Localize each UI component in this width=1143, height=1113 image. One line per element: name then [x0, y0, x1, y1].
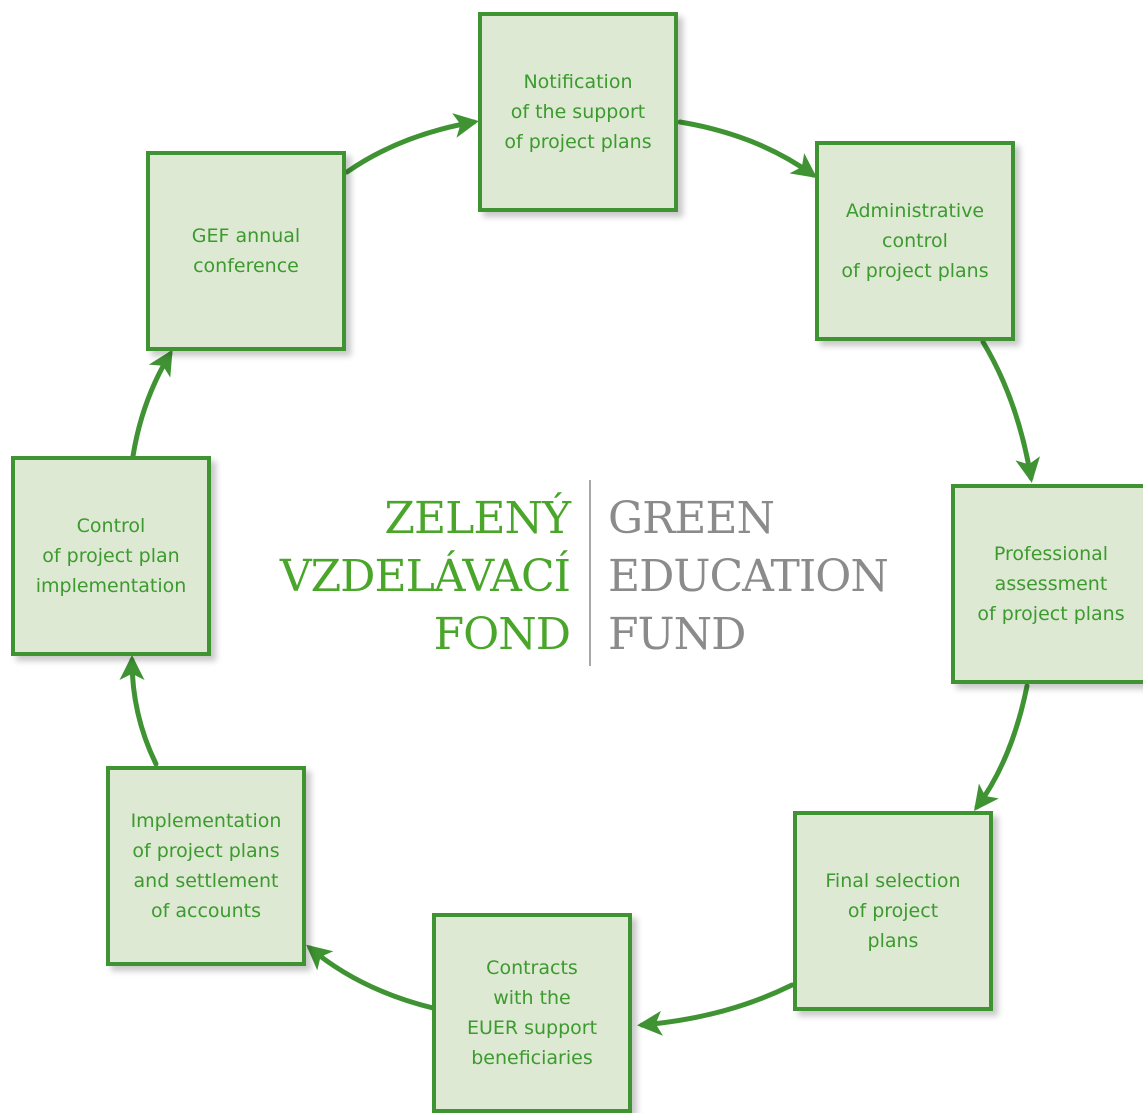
step-notification: Notification of the support of project p…	[478, 12, 678, 212]
step-control: Control of project plan implementation	[11, 456, 211, 656]
logo-divider	[589, 480, 591, 666]
arrow-administrative-to-professional	[980, 339, 1041, 483]
logo-slovak-name: ZELENÝ VZDELÁVACÍ FOND	[279, 490, 571, 664]
arrow-gef-to-notification	[344, 113, 479, 175]
arrow-notification-to-administrative	[677, 119, 818, 178]
step-gef-conference: GEF annual conference	[146, 151, 346, 351]
step-control-label: Control of project plan implementation	[35, 515, 187, 597]
step-final-selection: Final selection of project plans	[793, 811, 993, 1011]
step-contracts-label: Contracts with the EUER support benefici…	[466, 957, 598, 1069]
logo-line-fund: FUND	[608, 609, 746, 660]
step-notification-label: Notification of the support of project p…	[504, 71, 652, 153]
gef-logo: ZELENÝ VZDELÁVACÍ FOND GREEN EDUCATION F…	[240, 470, 900, 670]
step-implementation-label: Implementation of project plans and sett…	[130, 810, 282, 922]
step-contracts: Contracts with the EUER support benefici…	[432, 913, 632, 1113]
arrow-professional-to-final	[974, 683, 1030, 812]
arrow-implementation-to-control	[119, 655, 159, 767]
logo-line-zeleny: ZELENÝ	[384, 493, 571, 544]
logo-line-green: GREEN	[608, 493, 775, 544]
step-administrative-control-label: Administrative control of project plans	[841, 200, 989, 282]
arrow-contracts-to-implementation	[306, 944, 436, 1011]
step-final-selection-label: Final selection of project plans	[825, 870, 961, 952]
step-implementation: Implementation of project plans and sett…	[106, 766, 306, 966]
logo-english-name: GREEN EDUCATION FUND	[608, 490, 889, 664]
logo-line-vzdelavaci: VZDELÁVACÍ	[279, 551, 571, 602]
step-administrative-control: Administrative control of project plans	[815, 141, 1015, 341]
step-gef-conference-label: GEF annual conference	[191, 225, 301, 277]
arrow-final-to-contracts	[637, 982, 795, 1036]
step-professional-assessment-label: Professional assessment of project plans	[977, 543, 1125, 625]
logo-line-education: EDUCATION	[608, 551, 889, 602]
step-professional-assessment: Professional assessment of project plans	[951, 484, 1143, 684]
logo-line-fond: FOND	[433, 609, 571, 660]
arrow-control-to-gef	[130, 349, 173, 459]
